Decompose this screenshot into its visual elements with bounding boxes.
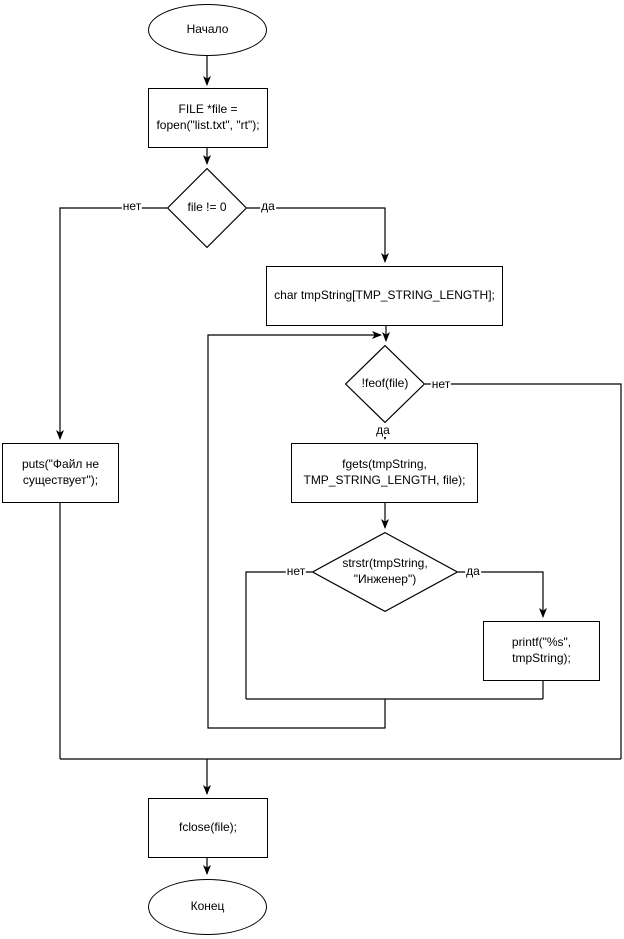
declare-buffer-process: char tmpString[TMP_STRING_LENGTH];: [266, 266, 503, 326]
close-file-process: fclose(file);: [148, 798, 268, 858]
file-check-decision: file != 0: [167, 168, 247, 248]
print-line-process: printf("%s", tmpString);: [483, 621, 600, 681]
read-line-label: fgets(tmpString, TMP_STRING_LENGTH, file…: [303, 457, 466, 487]
substring-check-label: strstr(tmpString, "Инженер"): [342, 556, 428, 586]
diamond-shape: [312, 532, 458, 612]
end-label: Конец: [190, 899, 225, 914]
branch-label-eof-yes: да: [375, 423, 391, 437]
diamond-shape: [345, 345, 425, 423]
file-missing-label: puts("Файл не существует");: [21, 457, 100, 487]
diamond-shape: [167, 168, 247, 248]
declare-buffer-label: char tmpString[TMP_STRING_LENGTH];: [274, 288, 495, 303]
edge-checkmatch-yes: [458, 571, 547, 618]
edge-checkeof-no: [425, 383, 622, 759]
edge-loop-back: [207, 331, 386, 729]
branch-label-eof-no: нет: [430, 377, 452, 391]
close-file-label: fclose(file);: [178, 820, 237, 835]
substring-check-decision: strstr(tmpString, "Инженер"): [312, 532, 458, 612]
start-terminator: Начало: [148, 4, 267, 56]
eof-check-label: !feof(file): [361, 376, 409, 391]
file-check-label: file != 0: [187, 200, 227, 215]
print-line-label: printf("%s", tmpString);: [511, 635, 572, 665]
edge-checkfile-yes: [247, 207, 389, 263]
edge-checkmatch-no: [245, 571, 312, 699]
branch-label-match-no: нет: [285, 564, 307, 578]
edge-checkfile-no: [56, 207, 167, 440]
start-label: Начало: [186, 22, 229, 37]
eof-check-decision: !feof(file): [345, 345, 425, 423]
read-line-process: fgets(tmpString, TMP_STRING_LENGTH, file…: [291, 443, 478, 503]
branch-label-file-no: нет: [121, 199, 143, 213]
open-file-label: FILE *file = fopen("list.txt", "rt");: [156, 102, 260, 132]
end-terminator: Конец: [148, 879, 267, 935]
branch-label-file-yes: да: [260, 199, 276, 213]
open-file-process: FILE *file = fopen("list.txt", "rt");: [148, 88, 268, 148]
branch-label-match-yes: да: [465, 564, 481, 578]
file-missing-process: puts("Файл не существует");: [2, 443, 119, 503]
